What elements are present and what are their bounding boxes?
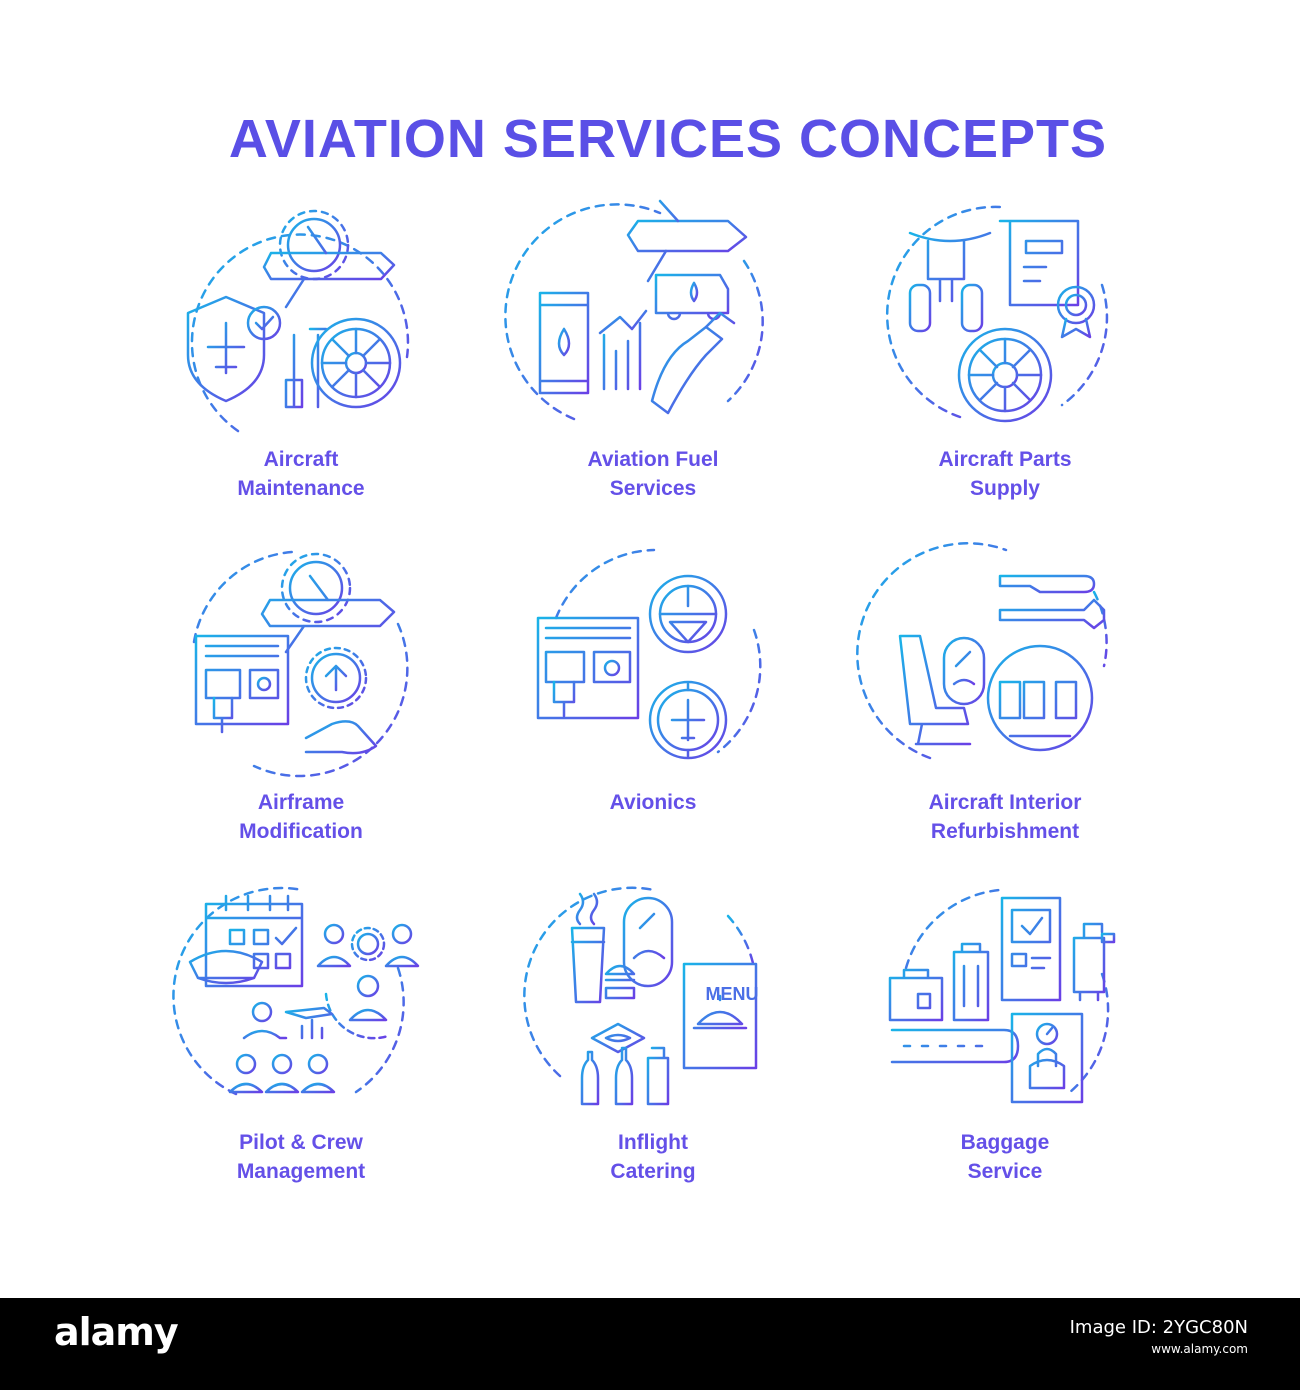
baggage-icon: [888, 888, 1116, 1104]
fuel-icon: [504, 199, 764, 421]
watermark-footer: alamy Image ID: 2YGC80N www.alamy.com: [0, 1298, 1300, 1390]
image-id: Image ID: 2YGC80N: [1069, 1317, 1248, 1338]
image-id-block: Image ID: 2YGC80N www.alamy.com: [1070, 1316, 1248, 1359]
crew-icon: [172, 886, 420, 1096]
concept-label: Avionics: [609, 791, 697, 814]
page-title: AVIATION SERVICES CONCEPTS: [228, 109, 1108, 169]
avionics-icon: [536, 548, 762, 760]
site-url: www.alamy.com: [1151, 1342, 1248, 1356]
maintenance-icon: [186, 209, 410, 433]
parts-icon: [885, 205, 1109, 423]
interior-icon: [856, 542, 1108, 760]
airframe-icon: [192, 550, 409, 778]
menu-text: MENU: [705, 984, 759, 1004]
concept-avionics: Avionics: [488, 548, 818, 888]
catering-icon: [523, 886, 758, 1106]
alamy-logo: alamy: [54, 1310, 179, 1354]
